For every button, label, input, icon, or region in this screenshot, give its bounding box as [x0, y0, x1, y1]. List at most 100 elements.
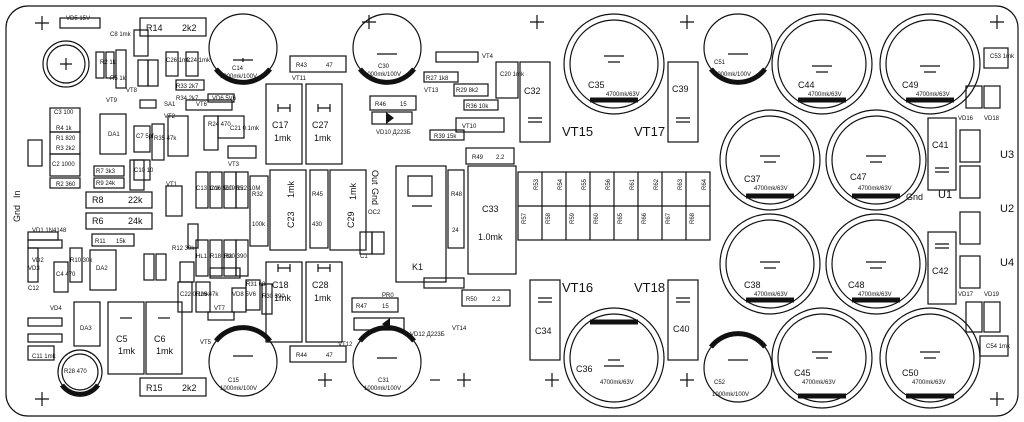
elec-cap-c14: C14 1000mk/100V: [208, 13, 278, 85]
svg-text:C45: C45: [794, 368, 811, 378]
svg-text:VD18: VD18: [984, 116, 1000, 122]
svg-text:R20 390: R20 390: [224, 254, 247, 260]
svg-text:C17: C17: [272, 120, 289, 130]
resistor-r50: R50 2.2: [461, 289, 511, 307]
svg-text:R32: R32: [252, 192, 264, 198]
svg-text:R66: R66: [642, 212, 648, 224]
svg-text:C37: C37: [744, 174, 761, 184]
svg-text:K1: K1: [412, 262, 423, 272]
elec-cap-c50: C50 4700mk/63V: [879, 307, 981, 409]
vt16-label: VT16: [562, 280, 593, 295]
svg-text:VT6: VT6: [196, 102, 208, 108]
svg-text:R48: R48: [451, 192, 463, 198]
svg-text:C42: C42: [932, 266, 949, 276]
svg-text:VD10 Д223Б: VD10 Д223Б: [376, 130, 411, 136]
svg-text:R44: R44: [296, 353, 308, 359]
svg-text:VT7: VT7: [214, 306, 226, 312]
svg-text:4700mk/63V: 4700mk/63V: [808, 92, 842, 98]
svg-text:15: 15: [400, 102, 407, 108]
svg-text:C26 1mk: C26 1mk: [166, 58, 191, 64]
svg-text:1mk: 1mk: [314, 133, 332, 143]
svg-text:VD6 5V6: VD6 5V6: [212, 96, 237, 102]
svg-text:R55: R55: [582, 178, 588, 190]
svg-text:PR0: PR0: [382, 293, 394, 299]
svg-text:C8 1mk: C8 1mk: [110, 32, 132, 38]
svg-text:R63: R63: [678, 178, 684, 190]
svg-text:C52: C52: [714, 380, 726, 386]
svg-text:R26 47k: R26 47k: [196, 292, 219, 298]
svg-text:15: 15: [382, 304, 389, 310]
film-cap-c5: C5 1mk: [107, 301, 145, 375]
svg-text:VD5 15V: VD5 15V: [66, 16, 90, 22]
svg-text:C35: C35: [588, 80, 605, 90]
svg-text:C3 100: C3 100: [54, 110, 74, 116]
svg-text:C30: C30: [378, 64, 390, 70]
svg-text:R46: R46: [375, 102, 387, 108]
svg-text:47: 47: [326, 63, 333, 69]
svg-text:R47: R47: [356, 304, 368, 310]
svg-text:C47: C47: [850, 172, 867, 182]
svg-text:C14: C14: [232, 66, 244, 72]
svg-text:HL1: HL1: [196, 254, 208, 260]
elec-cap-c38: C38 4700mk/63V: [719, 213, 821, 315]
out-label: Out: [370, 170, 380, 185]
regulator-u2: U2: [959, 203, 1014, 245]
svg-text:C51: C51: [714, 60, 726, 66]
box-cap-c32: C32: [519, 61, 551, 143]
svg-text:C44: C44: [798, 80, 815, 90]
resistor-r14: R14 2k2: [139, 17, 207, 37]
svg-text:R24 470: R24 470: [208, 122, 231, 128]
svg-text:SA1: SA1: [164, 102, 176, 108]
svg-text:R22 10M: R22 10M: [236, 186, 260, 192]
box-cap-c40: C40: [667, 279, 699, 361]
svg-text:C12: C12: [28, 286, 40, 292]
resistor-r47: R47 15: [351, 297, 399, 313]
vt17-label: VT17: [634, 124, 665, 139]
svg-text:R67: R67: [666, 212, 672, 224]
svg-text:C19 15: C19 15: [224, 186, 244, 192]
svg-text:R39 15k: R39 15k: [434, 134, 457, 140]
elec-cap-c45: C45 4700mk/63V: [771, 307, 873, 409]
elec-cap-c47: C47 4700mk/63V: [825, 109, 927, 211]
svg-text:DA3: DA3: [80, 326, 92, 332]
svg-text:R65: R65: [618, 212, 624, 224]
svg-text:C13 1mk: C13 1mk: [196, 186, 221, 192]
svg-text:C53 1mk: C53 1mk: [990, 54, 1015, 60]
svg-text:C28: C28: [312, 280, 329, 290]
relay-k1: K1: [395, 165, 447, 283]
elec-cap-c15: C15 1000mk/100V: [208, 325, 278, 397]
svg-text:R14: R14: [146, 23, 163, 33]
svg-text:2k2: 2k2: [182, 23, 197, 33]
svg-text:VD8 5V6: VD8 5V6: [232, 292, 257, 298]
svg-text:22k: 22k: [128, 195, 143, 205]
svg-text:2.2: 2.2: [492, 297, 501, 303]
svg-text:U1: U1: [938, 189, 952, 201]
svg-text:1mk: 1mk: [314, 293, 332, 303]
svg-text:R58: R58: [546, 212, 552, 224]
box-cap-c39: C39: [667, 61, 699, 143]
svg-text:4700mk/63V: 4700mk/63V: [606, 92, 640, 98]
svg-text:C32: C32: [524, 86, 541, 96]
svg-text:C15: C15: [228, 378, 240, 384]
svg-text:R1 820: R1 820: [56, 136, 76, 142]
svg-text:VD16: VD16: [958, 116, 974, 122]
regulator-u1: U1: [938, 165, 981, 201]
svg-text:1000mk/100V: 1000mk/100V: [714, 72, 751, 78]
svg-text:R36 10k: R36 10k: [466, 104, 489, 110]
cap-c9: [42, 40, 90, 88]
elec-cap-c49: C49 4700mk/63V: [879, 13, 981, 115]
svg-text:VT12: VT12: [338, 342, 353, 348]
mounting-marks: [35, 15, 1004, 406]
svg-text:1000mk/100V: 1000mk/100V: [364, 386, 401, 392]
svg-text:C31: C31: [378, 378, 390, 384]
svg-text:C4 470: C4 470: [56, 272, 76, 278]
elec-cap-c36: C36 4700mk/63V: [563, 307, 665, 409]
svg-text:1000mk/100V: 1000mk/100V: [220, 74, 257, 80]
svg-text:R62: R62: [654, 178, 660, 190]
svg-text:4700mk/63V: 4700mk/63V: [916, 92, 950, 98]
svg-text:15k: 15k: [116, 239, 127, 245]
svg-text:C36: C36: [576, 364, 593, 374]
film-cap-c6: C6 1mk: [145, 301, 183, 375]
svg-text:C7 5pf: C7 5pf: [136, 134, 154, 140]
svg-text:100k: 100k: [252, 222, 266, 228]
